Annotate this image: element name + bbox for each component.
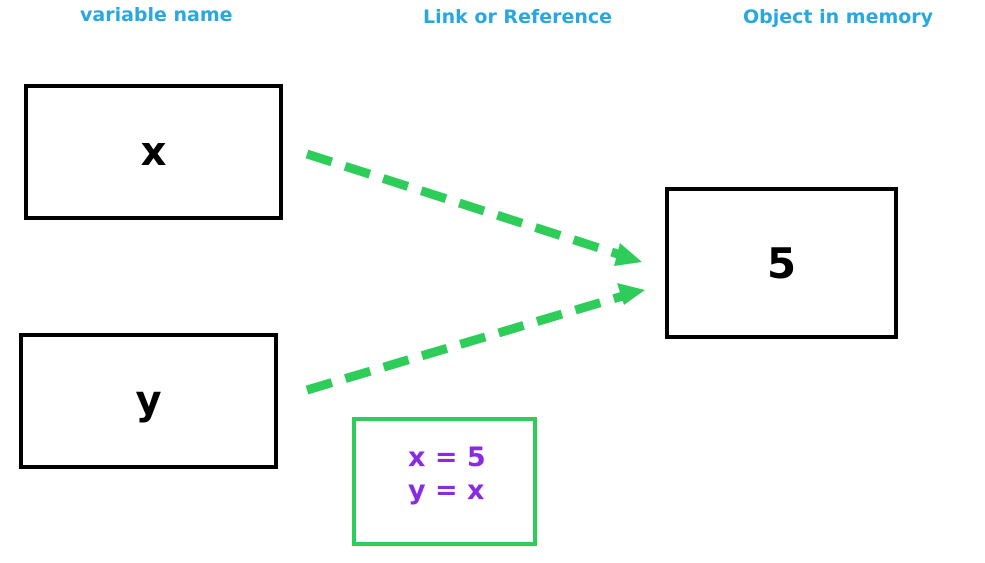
- code-line-1: x = 5: [408, 442, 486, 473]
- variable-label-x: x: [140, 129, 167, 175]
- variable-label-y: y: [135, 378, 162, 424]
- code-line-2: y = x: [408, 475, 485, 506]
- header-variable-name: variable name: [80, 4, 233, 26]
- arrowhead-x: [614, 243, 642, 266]
- memory-object-value: 5: [766, 238, 797, 288]
- arrow-y-to-object: [305, 290, 628, 395]
- header-link-reference: Link or Reference: [423, 6, 613, 28]
- code-snippet-box: x = 5 y = x: [352, 417, 537, 546]
- arrowhead-y: [617, 283, 645, 305]
- memory-object-box: 5: [665, 187, 898, 339]
- arrow-x-to-object: [305, 149, 626, 261]
- variable-box-y: y: [19, 333, 278, 469]
- header-object-in-memory: Object in memory: [743, 6, 934, 28]
- variable-box-x: x: [24, 84, 283, 220]
